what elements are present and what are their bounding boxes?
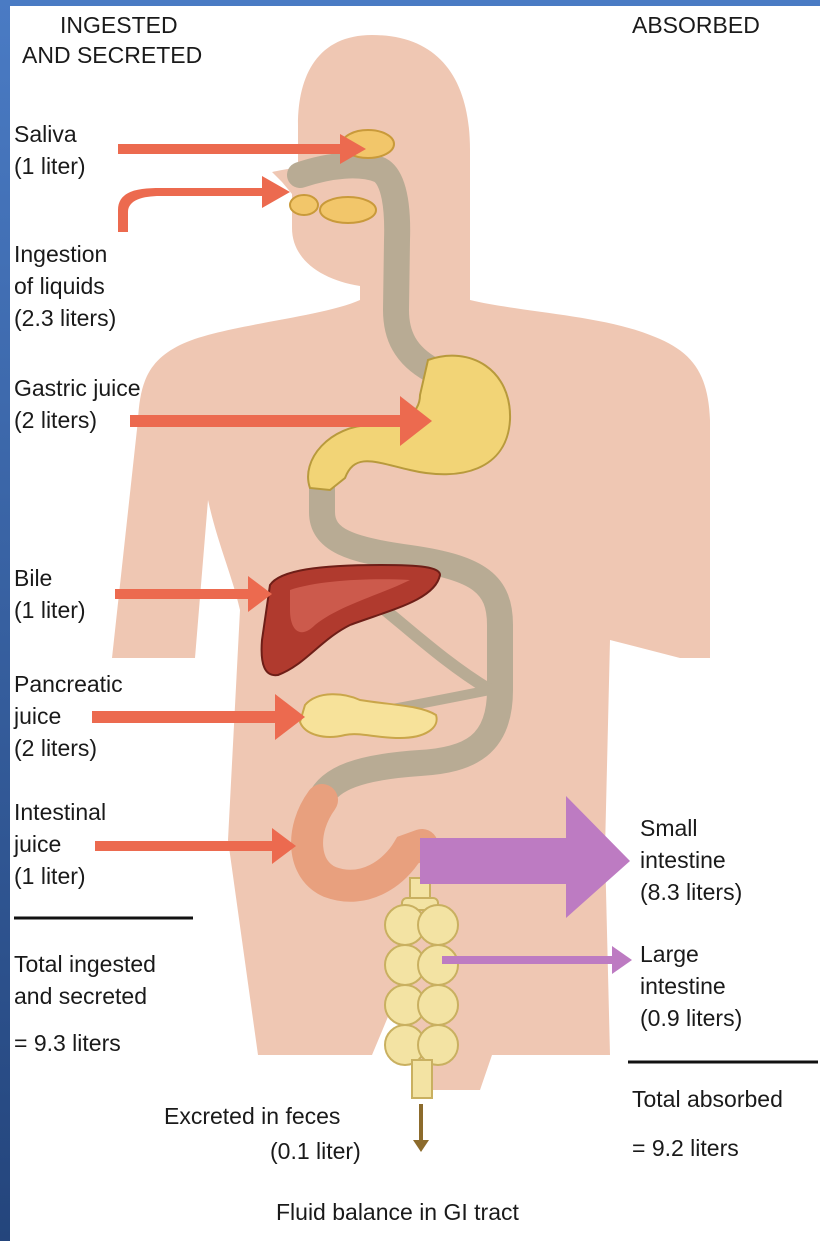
bile-label-volume: (1 liter) xyxy=(14,594,86,626)
saliva-label: Saliva (1 liter) xyxy=(14,118,86,182)
ingestion-label: Ingestion of liquids (2.3 liters) xyxy=(14,238,116,334)
ingestion-label-line1: Ingestion xyxy=(14,238,116,270)
intestinal-juice-label-line2: juice xyxy=(14,828,106,860)
intestinal-juice-label: Intestinal juice (1 liter) xyxy=(14,796,106,892)
total-absorbed-label: Total absorbed xyxy=(632,1083,783,1115)
feces-arrow xyxy=(413,1104,429,1152)
small-intestine-label-line1: Small xyxy=(640,812,742,844)
ingestion-arrow xyxy=(118,176,290,232)
absorbed-header: ABSORBED xyxy=(632,10,760,40)
total-ingested-line2: and secreted xyxy=(14,980,156,1012)
ingestion-label-volume: (2.3 liters) xyxy=(14,302,116,334)
saliva-label-volume: (1 liter) xyxy=(14,150,86,182)
slide-top-edge xyxy=(0,0,820,6)
gastric-juice-label-volume: (2 liters) xyxy=(14,404,141,436)
bile-label: Bile (1 liter) xyxy=(14,562,86,626)
large-intestine-label: Large intestine (0.9 liters) xyxy=(640,938,742,1034)
ingested-header-line1: INGESTED xyxy=(60,10,178,40)
total-ingested-label: Total ingested and secreted xyxy=(14,948,156,1012)
intestinal-juice-label-volume: (1 liter) xyxy=(14,860,106,892)
large-intestine-label-line1: Large xyxy=(640,938,742,970)
ingestion-label-line2: of liquids xyxy=(14,270,116,302)
total-absorbed-value: = 9.2 liters xyxy=(632,1132,739,1164)
diagram-caption: Fluid balance in GI tract xyxy=(276,1196,519,1228)
small-intestine-label: Small intestine (8.3 liters) xyxy=(640,812,742,908)
large-intestine-label-line2: intestine xyxy=(640,970,742,1002)
bile-label-name: Bile xyxy=(14,562,86,594)
excreted-label-line1: Excreted in feces xyxy=(164,1100,340,1132)
small-intestine-label-line2: intestine xyxy=(640,844,742,876)
large-intestine-label-volume: (0.9 liters) xyxy=(640,1002,742,1034)
ingested-header-line2: AND SECRETED xyxy=(22,40,202,70)
intestinal-juice-label-line1: Intestinal xyxy=(14,796,106,828)
pancreatic-juice-label-line1: Pancreatic xyxy=(14,668,123,700)
gastric-juice-label: Gastric juice (2 liters) xyxy=(14,372,141,436)
salivary-gland-lower-right xyxy=(320,197,376,223)
small-intestine-label-volume: (8.3 liters) xyxy=(640,876,742,908)
pancreatic-juice-label-volume: (2 liters) xyxy=(14,732,123,764)
gastric-juice-label-name: Gastric juice xyxy=(14,372,141,404)
salivary-gland-lower-left xyxy=(290,195,318,215)
pancreatic-juice-label-line2: juice xyxy=(14,700,123,732)
slide-left-edge xyxy=(0,0,10,1241)
excreted-label-volume: (0.1 liter) xyxy=(270,1135,361,1167)
saliva-label-name: Saliva xyxy=(14,118,86,150)
pancreatic-juice-label: Pancreatic juice (2 liters) xyxy=(14,668,123,764)
total-ingested-line1: Total ingested xyxy=(14,948,156,980)
total-ingested-value: = 9.3 liters xyxy=(14,1027,121,1059)
